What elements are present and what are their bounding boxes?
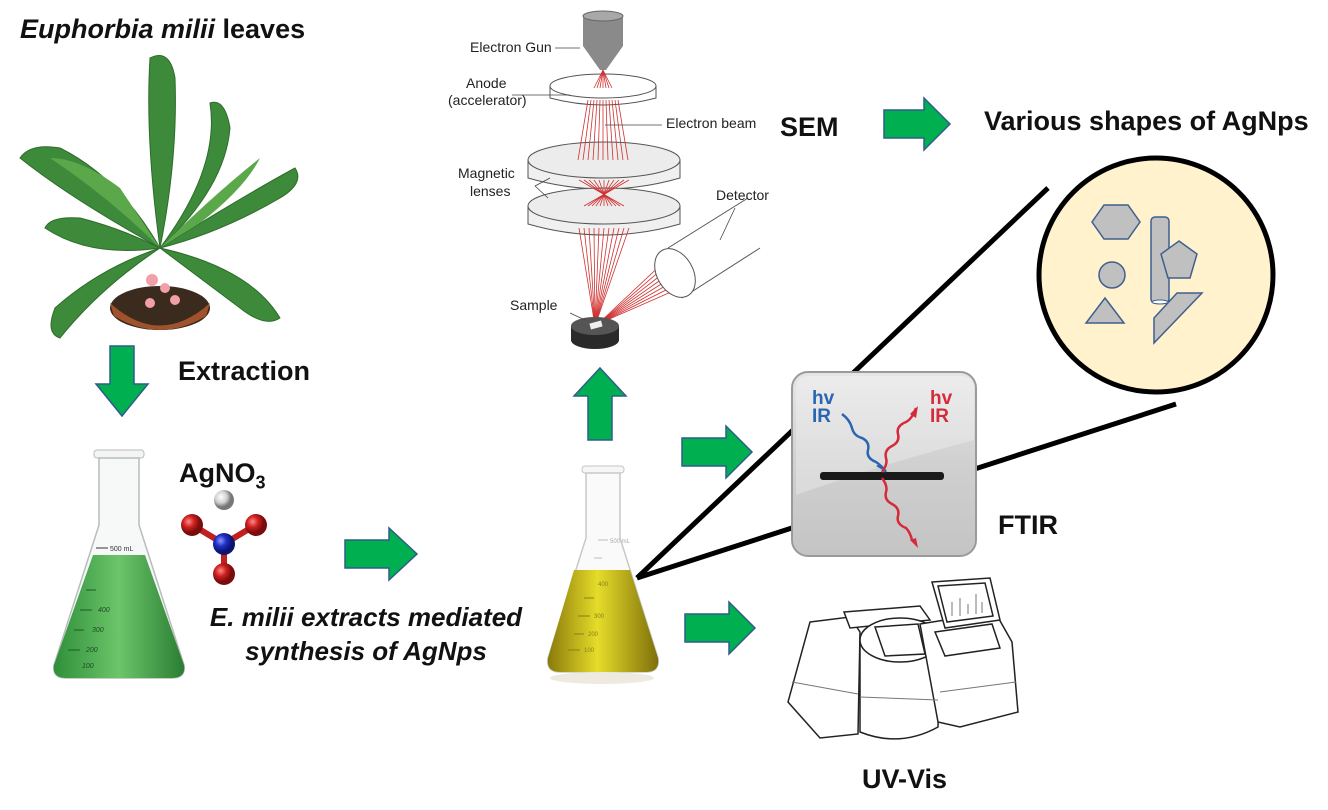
electron-beam-ray (594, 227, 625, 327)
triangle-shape-icon (1084, 296, 1126, 324)
plant-title: Euphorbia milii leaves (20, 14, 305, 45)
agno3-text: AgNO (179, 458, 256, 488)
plant-image (19, 55, 299, 339)
sem-part-lenses-sub: lenses (470, 183, 510, 199)
electron-beam-ray (599, 179, 610, 207)
flask-tick-300: 300 (594, 614, 605, 620)
sem-result-label: Various shapes of AgNps (984, 106, 1309, 136)
arrow-right-sem-result (883, 96, 952, 152)
electron-beam-ray (605, 99, 609, 161)
electron-beam-ray (587, 99, 595, 161)
flask-tick-400: 400 (598, 582, 609, 588)
sem-part-anode: Anode (466, 75, 507, 91)
electron-beam-ray (588, 179, 617, 207)
arrow-right-ftir (681, 424, 754, 480)
electron-beam-ray (598, 179, 609, 207)
electron-beam-ray (597, 99, 601, 161)
flask-tick-400: 400 (98, 607, 110, 614)
electron-beam-ray (594, 227, 630, 327)
sem-part-detector: Detector (716, 187, 769, 203)
electron-beam-ray (599, 69, 604, 89)
electron-beam-ray (608, 99, 614, 161)
electron-beam-ray (593, 179, 613, 207)
sem-part-beam: Electron beam (666, 115, 756, 131)
flask-tick-100: 100 (82, 663, 94, 670)
flask-volume-label: 500 mL (610, 539, 631, 545)
title-suffix: leaves (215, 14, 306, 44)
flask-tick-200: 200 (85, 647, 98, 654)
electron-beam-ray (577, 99, 589, 161)
electron-beam-ray (593, 227, 596, 327)
electron-beam-ray (602, 69, 613, 89)
electron-beam-ray (602, 69, 610, 89)
electron-beam-ray (617, 99, 629, 161)
electron-beam-ray (594, 227, 610, 327)
electron-beam-ray (592, 99, 598, 161)
ftir-incoming-hv: hv (812, 388, 835, 409)
sem-part-sample: Sample (510, 297, 558, 313)
sem-part-gun: Electron Gun (470, 39, 552, 55)
ftir-icon: hv IR hv IR (791, 371, 977, 557)
sem-part-lenses: Magnetic (458, 165, 515, 181)
sphere-shape-icon (1098, 261, 1126, 289)
electron-beam-ray (602, 69, 607, 89)
yellow-flask: 500 mL 400 300 200 100 (547, 465, 659, 684)
nanoparticle-shapes-circle (1036, 155, 1276, 395)
arrow-down-extraction (94, 345, 150, 418)
agno3-label: AgNO3 (179, 458, 266, 493)
electron-beam-ray (583, 179, 630, 207)
ftir-label: FTIR (998, 510, 1058, 540)
flask-volume-label: 500 mL (110, 546, 133, 553)
electron-beam-ray (614, 99, 624, 161)
electron-beam-ray (582, 99, 592, 161)
green-flask: 500 mL 400 300 200 100 (53, 449, 185, 679)
species-name: Euphorbia milii (20, 14, 216, 44)
ftir-outgoing-ir: IR (930, 406, 949, 427)
hexagon-shape-icon (1091, 204, 1141, 240)
sem-diagram: Electron Gun Anode (accelerator) Electro… (448, 10, 769, 349)
electron-beam-ray (596, 69, 604, 89)
electron-beam-ray (611, 99, 619, 161)
arrow-up-sem (572, 366, 628, 441)
synthesis-caption-line1: E. milii extracts mediated (209, 602, 523, 632)
electron-beam-ray (578, 227, 596, 327)
electron-beam-ray (594, 227, 615, 327)
prism-shape-icon (1153, 292, 1204, 345)
pentagon-shape-icon (1160, 240, 1198, 279)
sem-part-anode-sub: (accelerator) (448, 92, 527, 108)
electron-beam-ray (597, 287, 681, 325)
arrow-right-synthesis (344, 526, 419, 582)
arrow-right-uvvis (684, 600, 757, 656)
electron-beam-ray (597, 283, 679, 325)
sem-label: SEM (780, 112, 839, 142)
electron-beam-ray (594, 227, 600, 327)
synthesis-caption-line2: synthesis of AgNps (245, 636, 487, 666)
synthesis-caption: E. milii extracts mediated synthesis of … (186, 600, 546, 668)
agno3-subscript: 3 (255, 472, 266, 493)
electron-beam-ray (583, 227, 596, 327)
ftir-incoming-ir: IR (812, 406, 831, 427)
flask-tick-100: 100 (584, 648, 595, 654)
electron-beam-ray (594, 227, 605, 327)
electron-beam-ray (588, 227, 596, 327)
flask-tick-300: 300 (92, 627, 104, 634)
uvvis-label: UV-Vis (862, 764, 948, 794)
flask-tick-200: 200 (588, 632, 599, 638)
ftir-outgoing-hv: hv (930, 388, 953, 409)
uvvis-instrument-icon (787, 577, 1019, 740)
electron-beam-ray (593, 69, 604, 89)
agno3-molecule-icon (181, 490, 267, 585)
electron-beam-ray (594, 227, 620, 327)
extraction-label: Extraction (178, 356, 311, 386)
